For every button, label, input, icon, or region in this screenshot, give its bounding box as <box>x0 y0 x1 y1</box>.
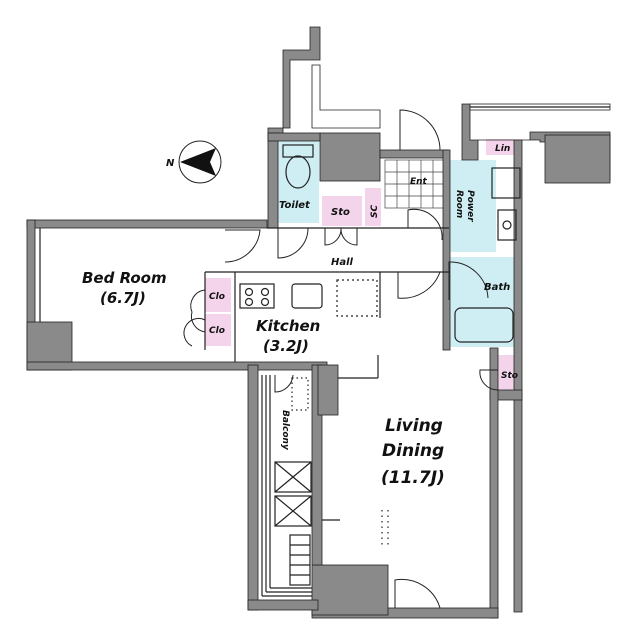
bath-area <box>449 257 519 347</box>
sc-label: SC <box>370 205 380 218</box>
ent-label: Ent <box>410 177 428 187</box>
bedroom-name: Bed Room <box>82 269 167 287</box>
living-size: (11.7J) <box>381 468 445 488</box>
sto-upper-label: Sto <box>331 207 350 218</box>
sc-area <box>365 188 381 226</box>
bedroom-size: (6.7J) <box>100 289 146 307</box>
clo-upper-area <box>205 278 231 312</box>
lin-label: Lin <box>495 144 510 154</box>
power-room-area <box>449 160 496 252</box>
clo-lower-area <box>205 314 231 346</box>
living-line1: Living <box>385 416 443 436</box>
living-line2: Dining <box>382 441 444 461</box>
interior-lines <box>39 106 610 597</box>
clo-lower-label: Clo <box>209 326 225 336</box>
kitchen-size: (3.2J) <box>263 337 309 355</box>
toilet-label: Toilet <box>279 200 311 211</box>
walls <box>26 26 611 619</box>
north-arrow-icon <box>180 148 216 176</box>
north-arrow: N <box>166 140 222 184</box>
power-room-line2: Room <box>454 190 464 218</box>
bath-label: Bath <box>484 282 510 293</box>
sto-right-label: Sto <box>501 371 518 381</box>
power-room-line1: Power <box>465 190 475 222</box>
kitchen-name: Kitchen <box>256 317 320 335</box>
toilet-area <box>277 141 319 223</box>
sto-upper-area <box>322 196 362 226</box>
doors <box>183 109 499 609</box>
clo-upper-label: Clo <box>209 292 225 302</box>
north-label: N <box>166 158 175 169</box>
lin-area <box>486 139 522 155</box>
hall-label: Hall <box>331 257 354 268</box>
balcony-label: Balcony <box>280 410 290 451</box>
